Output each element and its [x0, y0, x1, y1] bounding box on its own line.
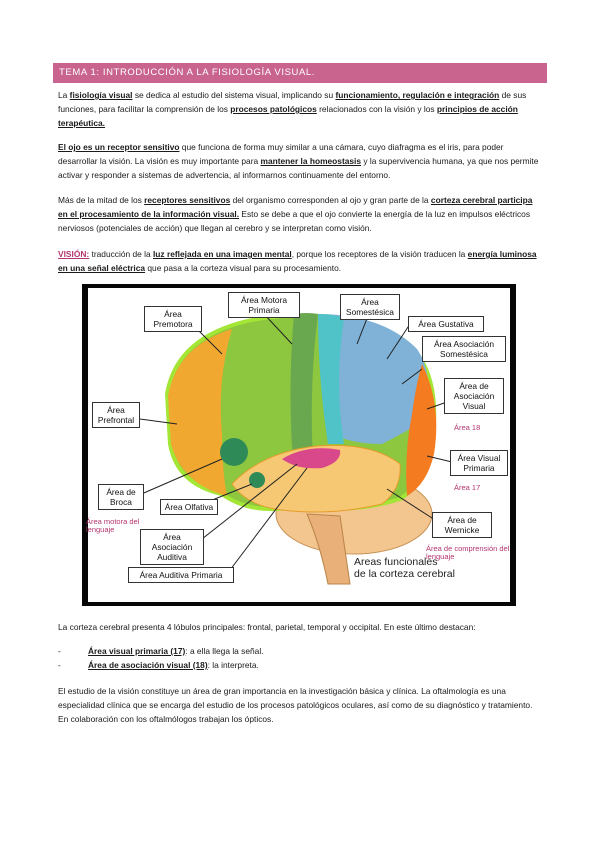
occipital-region	[406, 364, 437, 496]
auditory-region	[282, 448, 341, 469]
text: que pasa a la corteza visual para su pro…	[145, 263, 342, 273]
label-area-asociacion-somestesica: Área Asociación Somestésica	[422, 336, 506, 362]
label-area-prefrontal: Área Prefrontal	[92, 402, 140, 428]
term-funcionamiento: funcionamiento, regulación e integración	[335, 90, 500, 100]
leader-lines	[129, 313, 453, 575]
label-area-motora-primaria: Área Motora Primaria	[228, 292, 300, 318]
list-term: Área visual primaria (17)	[88, 646, 186, 656]
annotation-area-18: Área 18	[454, 423, 481, 432]
paragraph-receptores: Más de la mitad de los receptores sensit…	[58, 193, 544, 235]
brain-figure: Área Motora Primaria Área Premotora Área…	[82, 284, 516, 606]
list-areas: - Área visual primaria (17): a ella llega…	[58, 644, 264, 672]
temporal-region	[231, 444, 401, 513]
label-area-asociacion-visual: Área de Asociación Visual	[444, 378, 504, 414]
label-area-olfativa: Área Olfativa	[160, 499, 218, 515]
text: se dedica al estudio del sistema visual,…	[132, 90, 336, 100]
label-area-somestesica: Área Somestésica	[340, 294, 400, 320]
term-procesos-patologicos: procesos patológicos	[230, 104, 317, 114]
text: La	[58, 90, 70, 100]
term-corteza: corteza cerebral participa en el procesa…	[58, 195, 533, 219]
text: del organismo corresponden al ojo y gran…	[230, 195, 431, 205]
text: , porque los receptores de la visión tra…	[291, 249, 468, 259]
label-area-broca: Área de Broca	[98, 484, 144, 510]
list-item: - Área de asociación visual (18): la inte…	[58, 658, 264, 672]
annotation-area-17: Área 17	[454, 483, 481, 492]
motor-strip	[290, 313, 318, 476]
paragraph-lobulos: La corteza cerebral presenta 4 lóbulos p…	[58, 622, 476, 632]
label-area-gustativa: Área Gustativa	[408, 316, 484, 332]
term-luz-reflejada: luz reflejada en una imagen mental	[152, 249, 292, 259]
annotation-motora-lenguaje: Área motora del lenguaje	[86, 517, 140, 534]
text: y la supervivencia humana, ya que nos pe…	[58, 156, 539, 180]
annotation-comprension-lenguaje: Área de comprensión del lenguaje	[426, 544, 510, 561]
parietal-region	[318, 314, 430, 444]
text: Más de la mitad de los	[58, 195, 145, 205]
text: relacionados con la visión y los	[316, 104, 437, 114]
section-title: TEMA 1: INTRODUCCIÓN A LA FISIOLOGÍA VIS…	[59, 67, 316, 78]
label-area-wernicke: Área de Wernicke	[432, 512, 492, 538]
list-text: : la interpreta.	[207, 660, 259, 670]
term-fisiologia-visual: fisiología visual	[69, 90, 133, 100]
term-receptor-sensitivo: El ojo es un receptor sensitivo	[58, 142, 180, 152]
brainstem	[306, 513, 351, 585]
term-receptores: receptores sensitivos	[144, 195, 231, 205]
paragraph-ojo: El ojo es un receptor sensitivo que func…	[58, 140, 544, 182]
caption-line-1: Areas funcionales	[354, 556, 438, 568]
bullet-dash: -	[58, 660, 61, 670]
figure-caption: Areas funcionales de la corteza cerebral	[354, 556, 455, 580]
broca-spot	[220, 438, 248, 466]
label-area-visual-primaria: Área Visual Primaria	[450, 450, 508, 476]
list-text: : a ella llega la señal.	[185, 646, 264, 656]
somatosensory-strip	[318, 314, 344, 444]
text: que funciona de forma muy similar a una …	[58, 142, 504, 166]
paragraph-vision: VISIÓN: traducción de la luz reflejada e…	[58, 247, 544, 275]
label-area-premotora: Área Premotora	[144, 306, 202, 332]
olfactory-spot	[249, 472, 265, 488]
paragraph-intro: La fisiología visual se dedica al estudi…	[58, 88, 544, 130]
label-area-auditiva-primaria: Área Auditiva Primaria	[128, 567, 234, 583]
list-item: - Área visual primaria (17): a ella llega…	[58, 644, 264, 658]
caption-line-2: de la corteza cerebral	[354, 568, 455, 580]
paragraph-oftalmologia: El estudio de la visión constituye un ár…	[58, 686, 533, 724]
list-term: Área de asociación visual (18)	[88, 660, 208, 670]
bullet-dash: -	[58, 646, 61, 656]
term-energia-luminosa: energía luminosa en una señal eléctrica	[58, 249, 537, 273]
prefrontal-region	[168, 329, 232, 496]
section-header: TEMA 1: INTRODUCCIÓN A LA FISIOLOGÍA VIS…	[53, 63, 547, 83]
label-area-asociacion-auditiva: Área Asociación Auditiva	[140, 529, 204, 565]
term-vision: VISIÓN:	[58, 249, 90, 259]
term-principios: principios de acción terapéutica.	[58, 104, 518, 128]
text: de sus funciones, para facilitar la comp…	[58, 90, 527, 114]
text: traducción de la	[89, 249, 153, 259]
term-homeostasis: mantener la homeostasis	[260, 156, 362, 166]
text: Esto se debe a que el ojo convierte la e…	[58, 209, 531, 233]
